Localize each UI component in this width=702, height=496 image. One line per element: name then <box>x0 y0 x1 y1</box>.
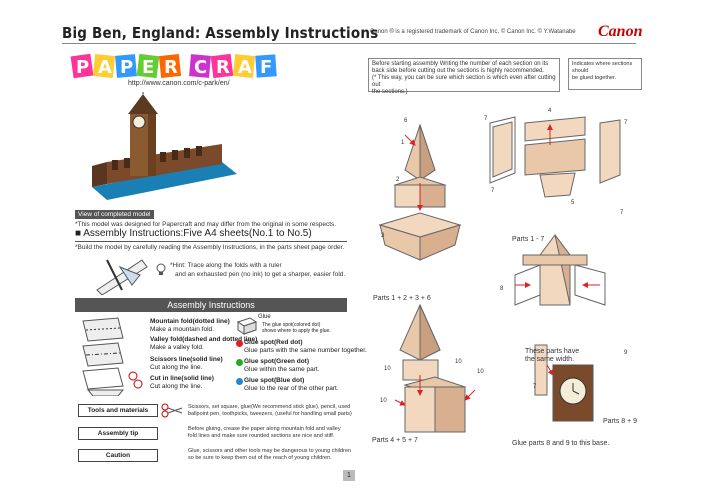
ruler-fold-illustration <box>96 259 148 295</box>
label-4: 4 <box>548 108 552 114</box>
website-url[interactable]: http://www.canon.com/c-park/en/ <box>128 80 230 87</box>
parts-1-7-label: Parts 1 - 7 <box>512 236 545 243</box>
glue-note2: shows where to apply the glue. <box>262 328 331 334</box>
green-glue-title: Glue spot(Green dot) <box>244 358 309 365</box>
papercraft-logo: P A P E R C R A F <box>70 53 277 79</box>
page-number: 1 <box>343 470 355 481</box>
model-note: *This model was designed for Papercraft … <box>75 221 337 228</box>
svg-text:R: R <box>216 57 230 78</box>
before-line1: Before starting assembly Writing the num… <box>372 61 549 67</box>
green-glue-text: Glue within the same part. <box>244 366 320 373</box>
same-width-line1: These parts have <box>525 348 580 355</box>
label-10b: 10 <box>455 359 462 365</box>
trademark-notice: Canon ® is a registered trademark of Can… <box>370 29 576 35</box>
fold-cut-illustrations <box>82 317 143 396</box>
parts-89-label: Parts 8 + 9 <box>603 418 638 425</box>
label-7d: 7 <box>620 210 624 216</box>
red-glue-text: Glue parts with the same number together… <box>244 347 367 354</box>
label-5: 5 <box>571 200 575 206</box>
before-assembly-note: Before starting assembly Writing the num… <box>368 58 560 95</box>
caution-line1: Glue, scissors and other tools may be da… <box>188 448 351 454</box>
view-completed-label: View of completed model <box>75 210 154 219</box>
glue-label: Glue <box>258 314 271 320</box>
svg-text:R: R <box>164 57 178 78</box>
page-title: Big Ben, England: Assembly Instructions <box>62 24 379 42</box>
scissors-line-title: Scissors line(solid line) <box>150 356 223 363</box>
svg-text:P: P <box>120 57 133 78</box>
before-line2: back side before cutting out the section… <box>372 68 545 74</box>
label-3: 3 <box>381 233 385 239</box>
svg-text:P: P <box>76 57 89 78</box>
mountain-fold-text: Make a mountain fold. <box>150 326 214 333</box>
label-7a: 7 <box>484 116 488 122</box>
tip-label: Assembly tip <box>78 427 158 440</box>
label-7e: 7 <box>533 384 537 390</box>
glue-indicator-note: Indicates where sections should be glued… <box>568 58 642 90</box>
hint-line1: *Hint: Trace along the folds with a rule… <box>170 262 282 269</box>
assembly-diagram <box>378 116 621 433</box>
cut-line-title: Cut in line(solid line) <box>150 375 214 382</box>
tip-line1: Before gluing, crease the paper along mo… <box>188 426 341 432</box>
assembly-instructions-bar: Assembly Instructions <box>75 298 347 312</box>
label-1: 1 <box>401 140 405 146</box>
before-line4: the sections.) <box>372 89 408 95</box>
blue-dot-icon <box>236 378 243 385</box>
completed-model-image <box>92 92 237 200</box>
svg-text:A: A <box>238 57 252 78</box>
canon-logo: Canon <box>598 23 643 40</box>
valley-fold-text: Make a valley fold. <box>150 344 204 351</box>
indicates-line2: be glued together. <box>572 75 617 81</box>
svg-text:A: A <box>98 57 112 78</box>
svg-text:C: C <box>194 57 207 78</box>
blue-glue-title: Glue spot(Blue dot) <box>244 377 305 384</box>
label-10d: 10 <box>380 398 387 404</box>
header-divider <box>62 43 636 44</box>
blue-glue-text: Glue to the rear of the other part. <box>244 385 339 392</box>
parts-457-label: Parts 4 + 5 + 7 <box>372 437 418 444</box>
cut-line-text: Cut along the line. <box>150 383 203 390</box>
glue-note1: The glue spot(colored dot) <box>262 322 321 328</box>
tools-line1: Scissors, set square, glue(We recommend … <box>188 404 351 410</box>
caution-line2: so be sure to keep them out of the reach… <box>188 455 332 461</box>
red-glue-title: Glue spot(Red dot) <box>244 339 303 346</box>
label-8: 8 <box>500 286 504 292</box>
sheets-heading: ■ Assembly Instructions:Five A4 sheets(N… <box>75 228 347 242</box>
same-width-line2: the same width. <box>525 356 575 363</box>
label-7b: 7 <box>624 120 628 126</box>
lightbulb-icon <box>156 263 166 275</box>
scissors-line-text: Cut along the line. <box>150 364 203 371</box>
label-10a: 10 <box>384 366 391 372</box>
valley-fold-title: Valley fold(dashed and dotted line) <box>150 336 258 343</box>
before-line3: (* This way, you can be sure which secti… <box>372 75 556 88</box>
label-7c: 7 <box>491 188 495 194</box>
label-9: 9 <box>624 350 628 356</box>
label-2: 2 <box>396 177 400 183</box>
glue-89-label: Glue parts 8 and 9 to this base. <box>512 440 610 447</box>
parts-1236-label: Parts 1 + 2 + 3 + 6 <box>373 295 431 302</box>
svg-text:F: F <box>260 57 272 78</box>
svg-text:E: E <box>142 57 154 78</box>
scissors-icon <box>161 403 183 418</box>
hint-line2: and an exhausted pen (no ink) to get a s… <box>175 271 346 278</box>
label-6: 6 <box>404 118 408 124</box>
mountain-fold-title: Mountain fold(dotted line) <box>150 318 230 325</box>
red-dot-icon <box>236 340 243 347</box>
caution-label: Caution <box>78 449 158 462</box>
tools-label: Tools and materials <box>78 404 158 417</box>
indicates-line1: Indicates where sections should <box>572 61 633 74</box>
label-10c: 10 <box>477 369 484 375</box>
tools-line2: ballpoint pen, toothpicks, tweezers, (us… <box>188 411 352 417</box>
tip-line2: fold lines and make sure rounded section… <box>188 433 335 439</box>
sheets-note: *Build the model by carefully reading th… <box>75 244 345 251</box>
green-dot-icon <box>236 359 243 366</box>
glue-box-icon <box>236 317 258 335</box>
